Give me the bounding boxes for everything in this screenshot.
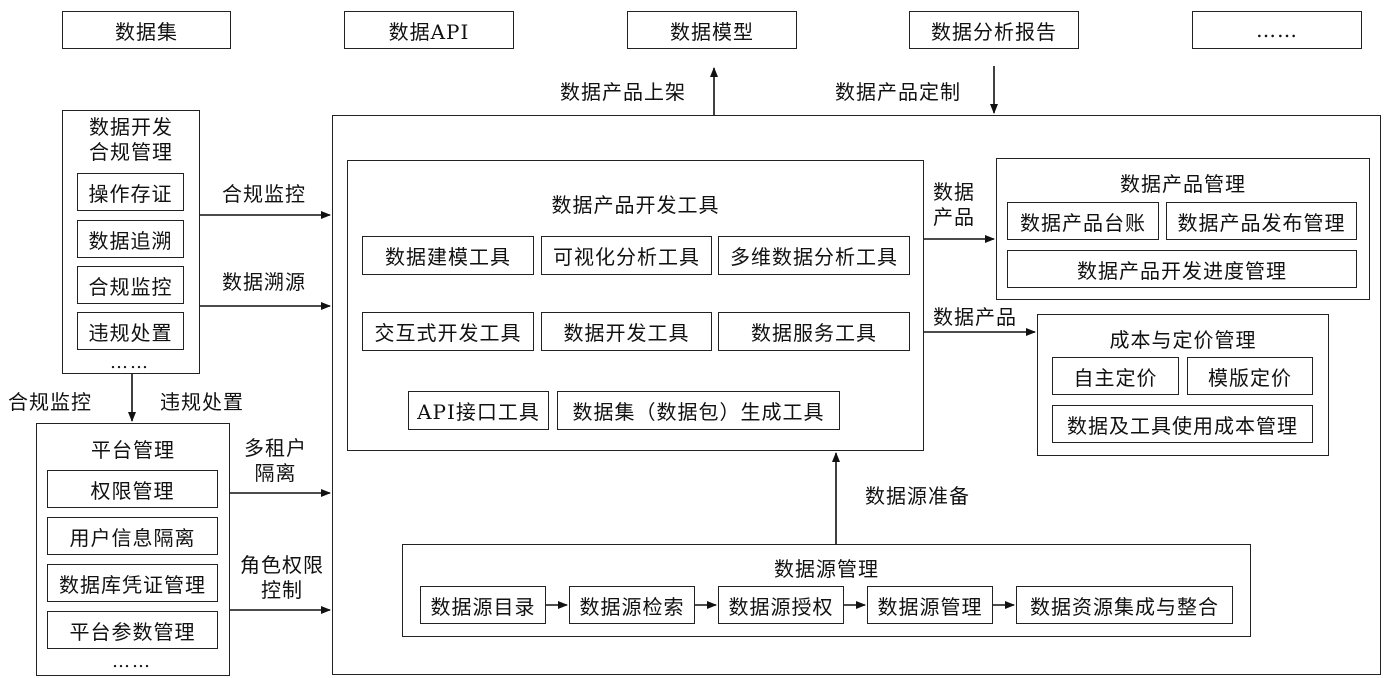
product-release: 数据产品发布管理	[1166, 202, 1357, 240]
pricing-template: 模版定价	[1187, 357, 1313, 395]
source-step-catalog: 数据源目录	[420, 586, 546, 624]
label-left-monitor: 合规监控	[8, 390, 92, 414]
compliance-item-data-trace: 数据追溯	[77, 220, 184, 258]
label-product-2: 数据产品	[933, 305, 1017, 329]
cost-mgmt-title: 成本与定价管理	[1109, 328, 1257, 352]
label-product-1: 数据 产品	[933, 180, 975, 229]
label-product-listing: 数据产品上架	[560, 80, 686, 104]
cost-usage: 数据及工具使用成本管理	[1052, 405, 1313, 443]
compliance-item-operation-record: 操作存证	[77, 173, 184, 211]
output-data-model: 数据模型	[627, 11, 797, 49]
source-step-search: 数据源检索	[569, 586, 695, 624]
tool-data-modeling: 数据建模工具	[362, 236, 534, 275]
compliance-more: ……	[110, 352, 150, 373]
product-progress: 数据产品开发进度管理	[1007, 250, 1357, 288]
compliance-item-monitor: 合规监控	[77, 266, 184, 304]
dev-tools-title: 数据产品开发工具	[551, 193, 720, 217]
tool-olap: 多维数据分析工具	[718, 236, 910, 275]
source-step-integration: 数据资源集成与整合	[1016, 586, 1233, 624]
label-role-permission: 角色权限 控制	[240, 553, 324, 602]
tool-interactive-dev: 交互式开发工具	[362, 312, 534, 351]
platform-title: 平台管理	[91, 438, 175, 462]
tool-visual-analysis: 可视化分析工具	[541, 236, 712, 275]
output-dataset: 数据集	[62, 11, 231, 49]
label-compliance-monitor: 合规监控	[222, 182, 306, 206]
platform-item-permission: 权限管理	[47, 470, 218, 508]
product-mgmt-title: 数据产品管理	[1120, 172, 1246, 196]
platform-item-params: 平台参数管理	[47, 611, 218, 649]
label-left-violation: 违规处置	[160, 390, 244, 414]
source-step-authorize: 数据源授权	[718, 586, 844, 624]
platform-item-db-credential: 数据库凭证管理	[47, 564, 218, 602]
label-multi-tenant: 多租户 隔离	[244, 436, 307, 485]
compliance-title: 数据开发 合规管理	[89, 115, 173, 164]
pricing-self: 自主定价	[1052, 357, 1179, 395]
source-mgmt-title: 数据源管理	[774, 557, 879, 581]
compliance-item-violation: 违规处置	[77, 312, 184, 350]
label-data-trace: 数据溯源	[222, 270, 306, 294]
source-step-manage: 数据源管理	[867, 586, 993, 624]
tool-data-service: 数据服务工具	[718, 312, 910, 351]
tool-data-dev: 数据开发工具	[541, 312, 712, 351]
output-more: ……	[1192, 11, 1362, 49]
output-analysis-report: 数据分析报告	[909, 11, 1079, 49]
tool-dataset-generator: 数据集（数据包）生成工具	[557, 391, 840, 430]
label-product-custom: 数据产品定制	[835, 80, 961, 104]
product-ledger: 数据产品台账	[1007, 202, 1159, 240]
label-source-prep: 数据源准备	[865, 484, 970, 508]
platform-more: ……	[112, 651, 152, 672]
output-data-api: 数据API	[344, 11, 514, 49]
platform-item-user-isolation: 用户信息隔离	[47, 517, 218, 555]
tool-api: API接口工具	[408, 391, 549, 430]
